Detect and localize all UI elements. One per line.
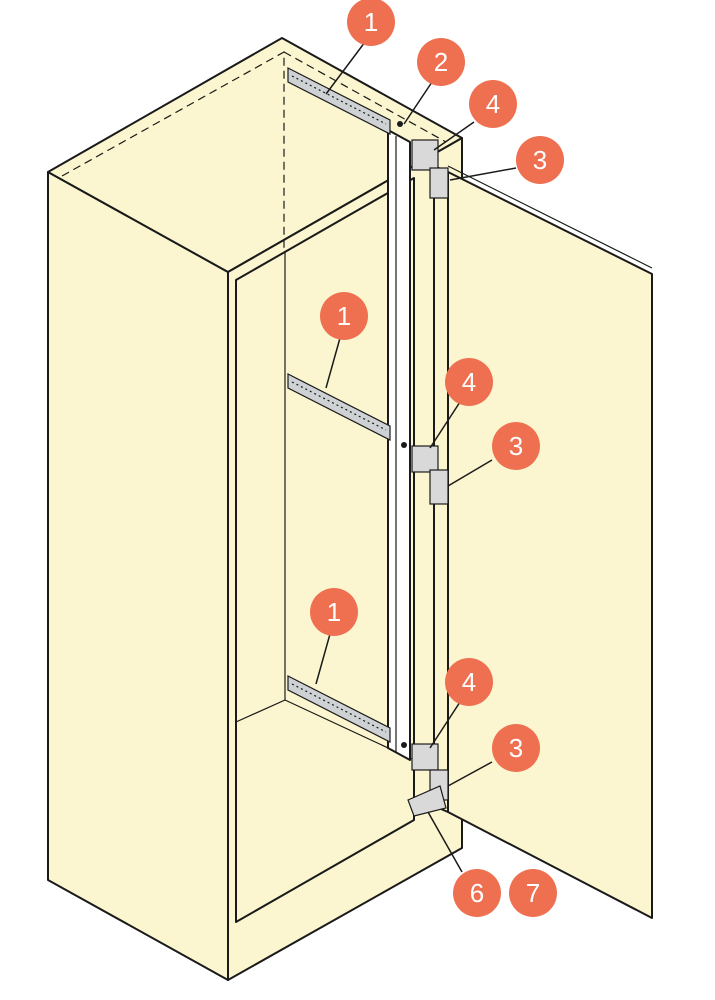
- callout-label: 3: [509, 431, 523, 461]
- cabinet-interior: [235, 177, 415, 923]
- leader-line: [447, 761, 493, 787]
- cabinet-side-panel: [47, 171, 229, 981]
- callout-4-top: 4: [469, 80, 517, 128]
- pocket-rail: [387, 121, 411, 761]
- callout-4-bot: 4: [445, 658, 493, 706]
- callout-3-bot: 3: [492, 724, 540, 772]
- hinge-bracket-mid: [411, 445, 439, 473]
- callout-circle: [492, 724, 540, 772]
- callout-circle: [509, 869, 557, 917]
- rail-dot: [401, 442, 407, 448]
- rail-dot: [401, 742, 407, 748]
- callout-label: 3: [533, 145, 547, 175]
- callout-1-mid: 1: [320, 292, 368, 340]
- pocket-rail-strip: [387, 129, 411, 761]
- callout-label: 2: [434, 47, 448, 77]
- callout-circle: [320, 292, 368, 340]
- callout-2: 2: [417, 38, 465, 86]
- callout-label: 4: [462, 367, 476, 397]
- callout-circle: [516, 136, 564, 184]
- callout-4-mid: 4: [445, 358, 493, 406]
- slides: [287, 67, 391, 743]
- leader-line: [433, 121, 475, 151]
- callout-1-top: 1: [347, 0, 395, 46]
- leader-lines: [315, 41, 517, 873]
- leader-line: [447, 459, 493, 487]
- callout-1-bot: 1: [310, 588, 358, 636]
- hinge-bracket-bot: [411, 743, 439, 771]
- callout-circle: [347, 0, 395, 46]
- callout-label: 4: [486, 89, 500, 119]
- door-front-panel: [447, 171, 653, 919]
- leader-line: [429, 701, 461, 749]
- callout-label: 6: [470, 878, 484, 908]
- callout-circle: [445, 658, 493, 706]
- leader-line: [325, 41, 366, 95]
- leader-line: [325, 337, 341, 389]
- door: [433, 165, 653, 919]
- leader-line: [449, 167, 517, 181]
- hinge-plate-mid: [429, 469, 449, 505]
- callout-circle: [445, 358, 493, 406]
- callout-3-top: 3: [516, 136, 564, 184]
- slide-middle: [287, 373, 391, 441]
- hinge-plate-top: [429, 167, 449, 199]
- callout-circle: [310, 588, 358, 636]
- interior-back-edge: [235, 250, 286, 723]
- callout-7: 7: [509, 869, 557, 917]
- slide-bottom: [287, 675, 391, 743]
- slide-top: [287, 67, 391, 135]
- rail-dot: [397, 121, 403, 127]
- callout-circle: [469, 80, 517, 128]
- callout-circle: [492, 422, 540, 470]
- leader-line: [315, 633, 331, 685]
- hinge-bracket-top: [411, 139, 439, 171]
- callout-circle: [453, 869, 501, 917]
- door-top-edge: [447, 165, 653, 269]
- callout-label: 3: [509, 733, 523, 763]
- hidden-edge-top: [283, 51, 447, 143]
- callout-label: 1: [337, 301, 351, 331]
- leader-line: [429, 401, 461, 449]
- callouts: 1 2 4 3 1 4 3 1: [310, 0, 564, 917]
- callout-circle: [417, 38, 465, 86]
- callout-label: 1: [364, 7, 378, 37]
- leader-line: [403, 81, 433, 125]
- callout-label: 7: [526, 878, 540, 908]
- callout-3-mid: 3: [492, 422, 540, 470]
- callout-6: 6: [453, 869, 501, 917]
- leader-line: [427, 811, 463, 873]
- bottom-pivot-bracket: [407, 785, 447, 817]
- hinges: [407, 139, 449, 817]
- callout-label: 4: [462, 667, 476, 697]
- callout-label: 1: [327, 597, 341, 627]
